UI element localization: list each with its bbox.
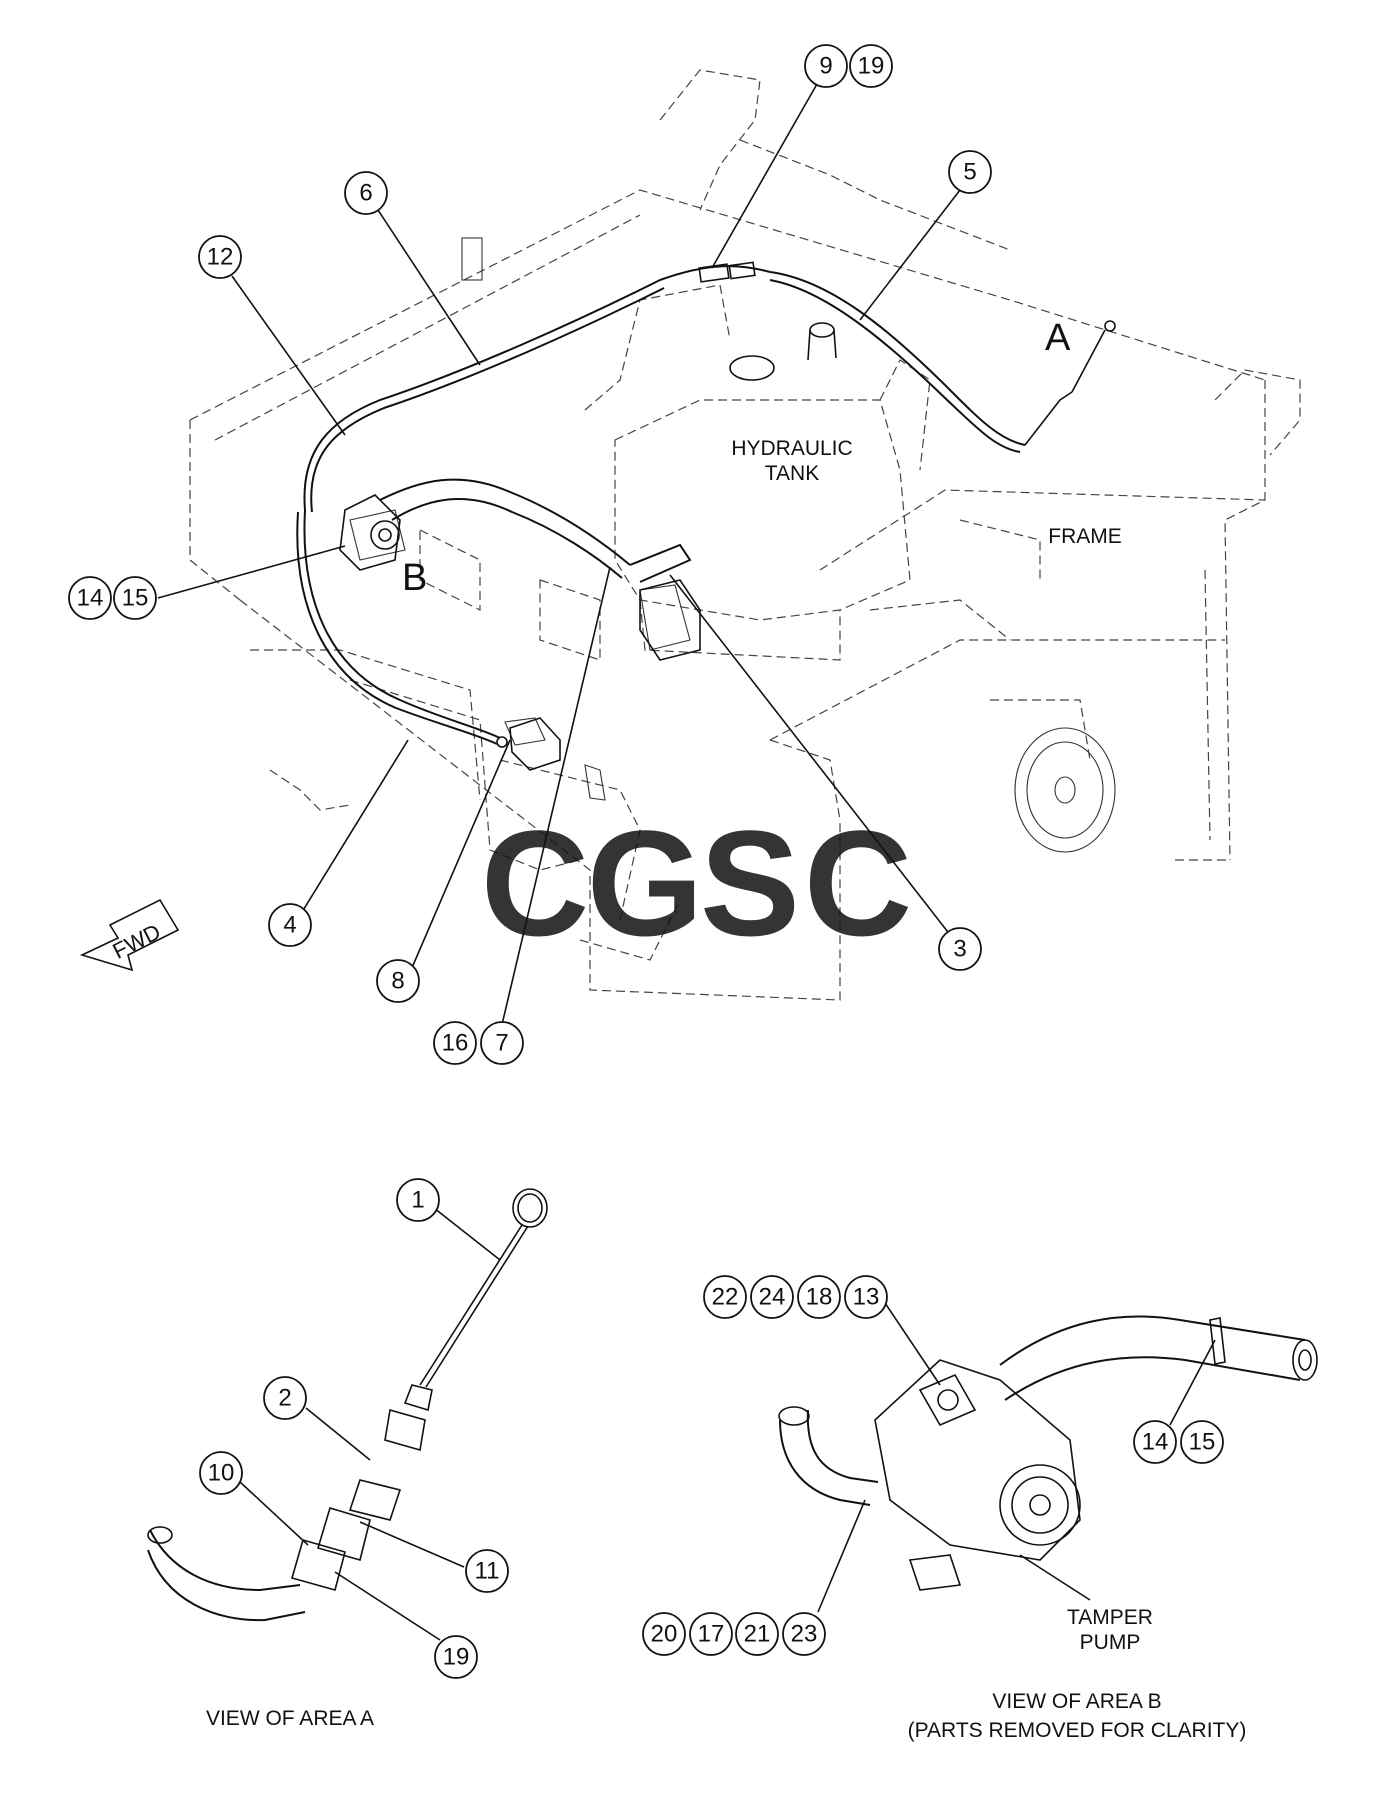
watermark-letter-1: C [481, 799, 589, 967]
callout-11: 11 [465, 1549, 509, 1593]
svg-text:1: 1 [411, 1187, 424, 1214]
callout-14-right: 14 [1133, 1420, 1177, 1464]
callout-13: 13 [844, 1275, 888, 1319]
view-area-b-caption-line2: (PARTS REMOVED FOR CLARITY) [908, 1719, 1247, 1742]
callout-6: 6 [344, 171, 388, 215]
hydraulic-tank-label-line1: HYDRAULIC [731, 437, 852, 460]
callout-7: 7 [480, 1021, 524, 1065]
svg-text:15: 15 [122, 585, 149, 612]
svg-text:23: 23 [791, 1621, 818, 1648]
svg-text:10: 10 [208, 1460, 235, 1487]
svg-text:11: 11 [475, 1558, 500, 1585]
hose-routing [296, 261, 1116, 771]
area-b-marker: B [402, 557, 427, 599]
leader-lines-area-a [239, 1207, 501, 1641]
callout-5: 5 [948, 150, 992, 194]
area-a-marker: A [1045, 317, 1071, 359]
view-area-a-drawing [147, 1188, 548, 1622]
callout-21: 21 [735, 1612, 779, 1656]
svg-text:18: 18 [806, 1284, 833, 1311]
callout-24: 24 [750, 1275, 794, 1319]
svg-text:6: 6 [359, 180, 372, 207]
callout-18: 18 [797, 1275, 841, 1319]
callout-17: 17 [689, 1612, 733, 1656]
leader-lines-area-b [817, 1299, 1216, 1613]
svg-text:13: 13 [853, 1284, 880, 1311]
svg-text:2: 2 [278, 1385, 291, 1412]
svg-text:17: 17 [698, 1621, 725, 1648]
view-area-a-caption: VIEW OF AREA A [206, 1707, 374, 1730]
hydraulic-tank-label-line2: TANK [765, 462, 819, 485]
svg-text:15: 15 [1189, 1429, 1216, 1456]
callout-1: 1 [396, 1178, 440, 1222]
callout-23: 23 [782, 1612, 826, 1656]
callout-3: 3 [938, 927, 982, 971]
leader-lines-main [157, 83, 961, 1034]
view-area-b-drawing [778, 1315, 1318, 1591]
svg-text:19: 19 [443, 1644, 470, 1671]
svg-text:3: 3 [953, 936, 966, 963]
callout-15-right: 15 [1180, 1420, 1224, 1464]
view-area-b-caption-line1: VIEW OF AREA B [992, 1690, 1161, 1713]
svg-text:9: 9 [819, 53, 832, 80]
callout-10: 10 [199, 1451, 243, 1495]
callout-14-left: 14 [68, 576, 112, 620]
callout-20: 20 [642, 1612, 686, 1656]
svg-text:22: 22 [712, 1284, 739, 1311]
svg-text:19: 19 [858, 53, 885, 80]
callout-12: 12 [198, 235, 242, 279]
callout-9: 9 [804, 44, 848, 88]
callout-2: 2 [263, 1376, 307, 1420]
svg-text:14: 14 [77, 585, 104, 612]
svg-text:5: 5 [963, 159, 976, 186]
callout-15-left: 15 [113, 576, 157, 620]
svg-text:8: 8 [391, 968, 404, 995]
callout-22: 22 [703, 1275, 747, 1319]
svg-text:7: 7 [495, 1030, 508, 1057]
svg-text:16: 16 [442, 1030, 469, 1057]
callout-16: 16 [433, 1021, 477, 1065]
watermark-letter-3: S [700, 799, 800, 967]
svg-text:21: 21 [744, 1621, 771, 1648]
svg-text:20: 20 [651, 1621, 678, 1648]
tamper-pump-label-line2: PUMP [1080, 1631, 1141, 1654]
svg-text:4: 4 [283, 912, 296, 939]
tamper-pump-label-line1: TAMPER [1067, 1606, 1153, 1629]
callout-8: 8 [376, 959, 420, 1003]
fwd-label: FWD [109, 919, 165, 964]
frame-label: FRAME [1048, 525, 1122, 548]
callout-4: 4 [268, 903, 312, 947]
watermark: C G S C [481, 799, 912, 967]
svg-text:24: 24 [759, 1284, 786, 1311]
svg-text:14: 14 [1142, 1429, 1169, 1456]
callout-19-top: 19 [849, 44, 893, 88]
fwd-arrow-icon: FWD [79, 898, 180, 972]
watermark-letter-4: C [804, 799, 912, 967]
svg-text:12: 12 [207, 244, 234, 271]
callout-19-bottom: 19 [434, 1635, 478, 1679]
watermark-letter-2: G [587, 799, 704, 967]
